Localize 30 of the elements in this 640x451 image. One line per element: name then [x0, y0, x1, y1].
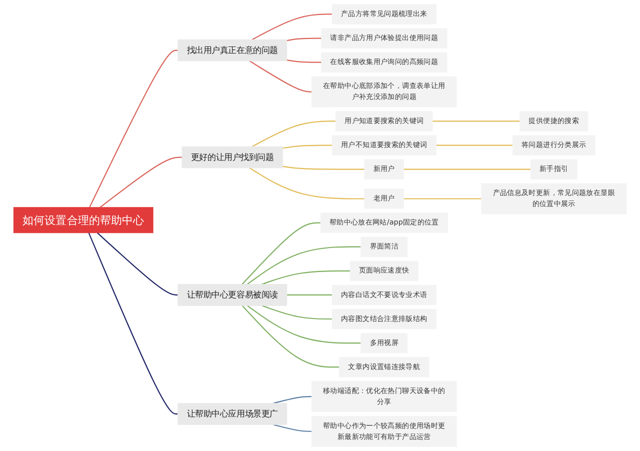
connector	[436, 144, 513, 146]
connector	[96, 232, 178, 296]
connector	[282, 144, 332, 149]
connector	[88, 232, 178, 415]
connector	[286, 38, 322, 42]
node-box: 找出用户真正在意的问题	[178, 39, 288, 62]
connector	[404, 198, 482, 200]
connector	[242, 305, 340, 368]
connector	[252, 14, 332, 40]
connector	[246, 305, 361, 344]
connector	[262, 305, 332, 320]
connector	[100, 156, 182, 208]
connector	[242, 222, 321, 285]
connector	[432, 120, 520, 122]
connector	[273, 396, 312, 404]
connector	[286, 60, 322, 63]
connector	[252, 120, 336, 148]
connector	[404, 168, 531, 170]
connector	[249, 60, 312, 92]
node-box: 更好的让用户找到问题	[182, 146, 283, 168]
connector	[89, 50, 178, 208]
connector	[282, 166, 364, 170]
connector	[286, 294, 332, 296]
connector	[273, 424, 312, 432]
connector	[262, 270, 350, 285]
connector	[249, 167, 364, 200]
connector	[246, 246, 361, 285]
node-box: 让帮助中心应用场景更广	[178, 403, 288, 425]
node-box: 如何设置合理的帮助中心	[13, 207, 154, 234]
node-box: 让帮助中心更容易被阅读	[178, 284, 288, 306]
